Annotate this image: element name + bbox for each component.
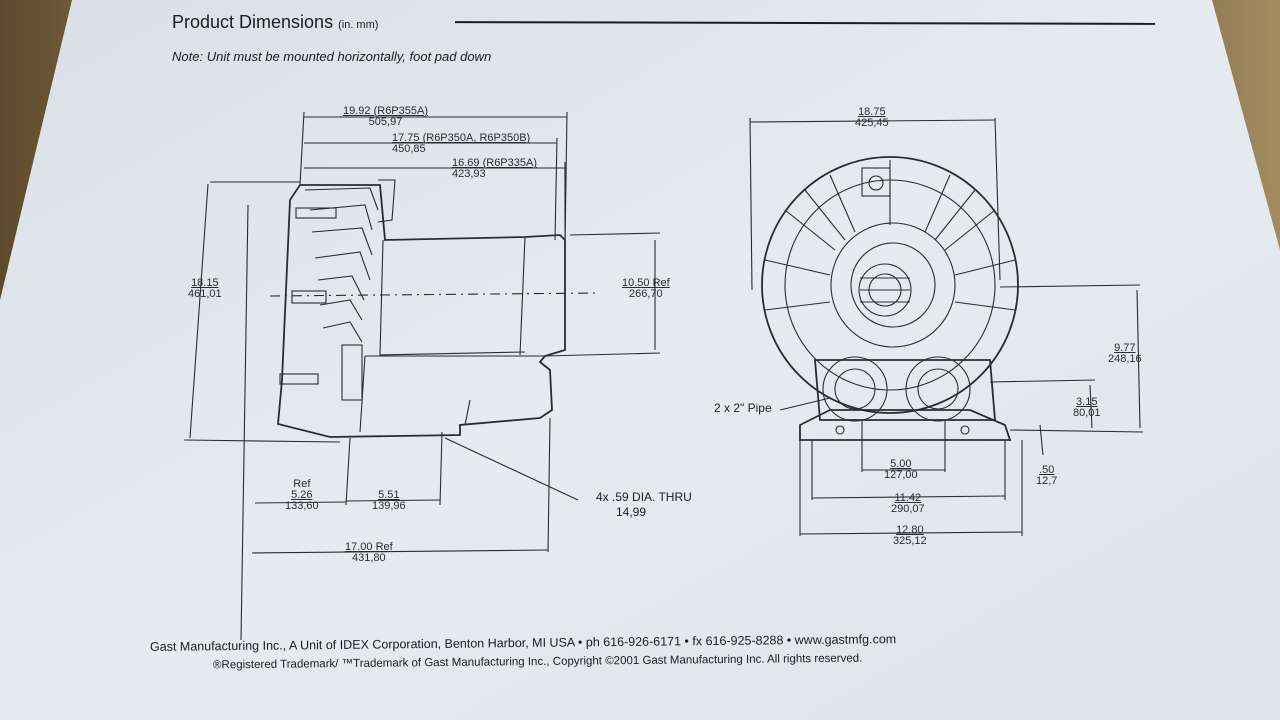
dim-height: 18.15 461,01 (188, 278, 222, 300)
dim-overall-r6p335a: 16.69 (R6P335A) 423,93 (452, 158, 537, 180)
holes-label-mm: 14,99 (616, 505, 647, 519)
dim-1142: 11.42 290,07 (891, 493, 925, 515)
dim-1700-ref-in: 17.00 Ref (345, 541, 393, 553)
dim-1700-ref-mm: 431,80 (352, 552, 386, 564)
holes-label: 4x .59 DIA. THRU (596, 490, 692, 504)
dim-1280-in: 12.80 (896, 524, 924, 536)
dim-551-mm: 139,96 (372, 500, 406, 512)
pipe-label: 2 x 2" Pipe (714, 401, 772, 415)
dim-front-width: 18.75 425,45 (855, 107, 889, 129)
dim-front-width-mm: 425,45 (855, 117, 889, 129)
note-text: Unit must be mounted horizontally, foot … (206, 49, 492, 64)
dim-315-in: 3.15 (1076, 396, 1098, 408)
mounting-note: Note: Unit must be mounted horizontally,… (172, 49, 491, 64)
dim-overall-r6p350: 17.75 (R6P350A, R6P350B) 450,85 (392, 133, 530, 155)
dim-977: 9.77 248,16 (1108, 343, 1142, 365)
dim-overall-r6p335a-mm: 423,93 (452, 168, 486, 180)
dim-526-mm: 133,60 (285, 500, 319, 512)
dim-overall-r6p355a: 19.92 (R6P355A) 505,97 (343, 106, 428, 128)
dim-height-mm: 461,01 (188, 288, 222, 300)
dim-500-mm: 127,00 (884, 469, 918, 481)
dim-977-mm: 248,16 (1108, 353, 1142, 365)
dim-551: 5.51 139,96 (372, 490, 406, 512)
dim-overall-r6p350-mm: 450,85 (392, 143, 426, 155)
dim-977-in: 9.77 (1114, 342, 1136, 354)
dim-551-in: 5.51 (378, 489, 400, 501)
dim-526-ref: Ref (293, 478, 311, 490)
dim-1280-mm: 325,12 (893, 535, 927, 547)
dim-1280: 12.80 325,12 (893, 525, 927, 547)
dim-500: 5.00 127,00 (884, 459, 918, 481)
dim-overall-r6p335a-in: 16.69 (R6P335A) (452, 157, 537, 169)
dim-motor-ref-mm: 266,70 (629, 288, 663, 300)
holes-label-in: 4x .59 DIA. THRU (596, 490, 692, 504)
dim-motor-ref-in: 10.50 Ref (622, 277, 670, 289)
dim-500-in: 5.00 (890, 458, 912, 470)
dim-1142-mm: 290,07 (891, 503, 925, 515)
dim-050-in: .50 (1039, 464, 1055, 476)
side-view-drawing (183, 111, 661, 641)
dim-overall-r6p355a-in: 19.92 (R6P355A) (343, 105, 428, 117)
dim-1142-in: 11.42 (894, 492, 922, 504)
dim-526-in: 5.26 (291, 489, 313, 501)
dim-315: 3.15 80,01 (1073, 397, 1101, 419)
dim-050: .50 12,7 (1036, 465, 1057, 487)
dim-height-in: 18.15 (191, 277, 219, 289)
dim-050-mm: 12,7 (1036, 475, 1058, 487)
dim-overall-r6p355a-mm: 505,97 (368, 116, 403, 128)
dim-315-mm: 80,01 (1073, 407, 1101, 419)
title-unit: (in. mm) (338, 19, 379, 31)
front-view-drawing (749, 117, 1144, 536)
note-label: Note: (172, 49, 204, 64)
dim-526: Ref 5.26 133,60 (285, 479, 319, 512)
dim-1700-ref: 17.00 Ref 431,80 (345, 542, 393, 564)
dim-front-width-in: 18.75 (858, 106, 886, 118)
title-text: Product Dimensions (172, 12, 334, 32)
dim-motor-ref: 10.50 Ref 266,70 (622, 278, 670, 300)
page-title: Product Dimensions (in. mm) (172, 12, 378, 33)
dim-overall-r6p350-in: 17.75 (R6P350A, R6P350B) (392, 132, 531, 144)
